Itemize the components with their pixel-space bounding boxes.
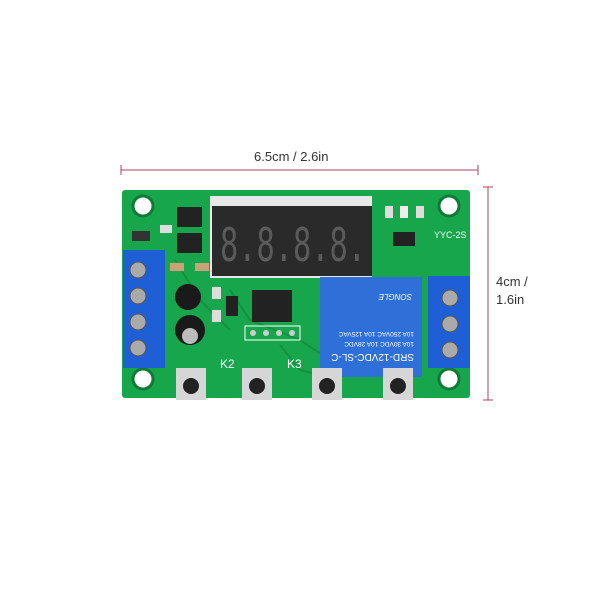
display-digits: 8.8.8.8. — [220, 218, 366, 272]
relay-rating-1: 10A 250VAC 10A 125VAC — [338, 330, 414, 337]
microcontroller-chip — [252, 290, 292, 322]
led-display — [212, 206, 372, 276]
board-model-label: YYC-2S — [434, 230, 467, 240]
button-k1 — [176, 368, 206, 400]
relay-rating-2: 10A 30VDC 10A 28VDC — [344, 340, 414, 347]
width-dimension-line — [120, 165, 479, 175]
button-k2 — [242, 368, 272, 400]
header-pins — [244, 325, 301, 341]
mounting-holes — [131, 194, 461, 391]
width-label: 6.5cm / 2.6in — [254, 149, 329, 164]
button-k4 — [383, 368, 413, 400]
relay-brand: SONGLE — [378, 292, 412, 301]
terminal-block-right — [428, 276, 470, 368]
relay — [320, 277, 422, 377]
push-buttons — [176, 368, 413, 400]
smd-components — [132, 206, 424, 322]
height-dimension-line — [483, 186, 493, 401]
button-k3 — [312, 368, 342, 400]
relay-model: SRD-12VDC-SL-C — [331, 351, 414, 362]
height-label-line2: 1.6in — [496, 292, 525, 307]
label-k3: K3 — [287, 357, 302, 371]
terminal-block-left — [123, 250, 165, 368]
electrolytic-capacitors — [175, 284, 205, 345]
height-label-line1: 4cm / — [496, 274, 528, 289]
label-k2: K2 — [220, 357, 235, 371]
